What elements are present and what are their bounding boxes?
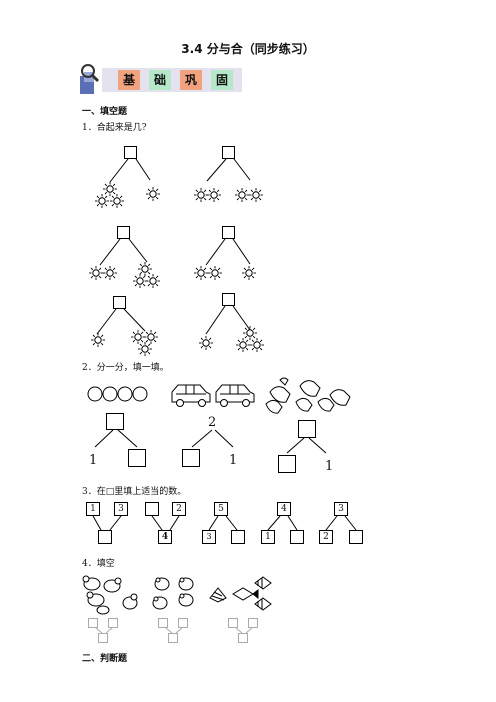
given-box: 3 bbox=[114, 502, 128, 516]
given-box: 1 bbox=[261, 530, 275, 544]
magnifier-icon bbox=[76, 62, 106, 96]
answer-box[interactable] bbox=[231, 530, 245, 544]
answer-box[interactable] bbox=[238, 633, 248, 643]
answer-box[interactable] bbox=[158, 618, 168, 628]
banner-tile: 基 bbox=[118, 70, 140, 90]
mouse-icon bbox=[82, 575, 138, 615]
answer-box[interactable] bbox=[290, 530, 304, 544]
bird-icon bbox=[265, 377, 351, 414]
given-box: 2 bbox=[172, 502, 186, 516]
answer-box[interactable] bbox=[298, 420, 316, 438]
answer-box[interactable] bbox=[278, 455, 296, 473]
answer-box[interactable] bbox=[88, 618, 98, 628]
banner-tile: 础 bbox=[149, 70, 171, 90]
answer-box[interactable] bbox=[124, 146, 137, 159]
answer-box[interactable] bbox=[117, 226, 130, 239]
given-box: 4 bbox=[158, 530, 172, 544]
given-number: 1 bbox=[89, 453, 98, 468]
fish-icon bbox=[209, 576, 272, 611]
section-heading: 一、填空题 bbox=[82, 107, 128, 117]
car-icon bbox=[171, 384, 255, 407]
given-box: 5 bbox=[214, 502, 228, 516]
answer-box[interactable] bbox=[178, 618, 188, 628]
given-box: 3 bbox=[202, 530, 216, 544]
answer-box[interactable] bbox=[145, 502, 159, 516]
given-box: 1 bbox=[86, 502, 100, 516]
given-box: 2 bbox=[319, 530, 333, 544]
circle-icon bbox=[87, 386, 148, 402]
page-title: 3.4 分与合（同步练习） bbox=[181, 42, 315, 56]
chick-icon bbox=[152, 577, 194, 610]
answer-box[interactable] bbox=[106, 413, 124, 430]
question-4: 4．填空 bbox=[82, 559, 115, 569]
given-box: 3 bbox=[334, 502, 348, 516]
answer-box[interactable] bbox=[98, 633, 108, 643]
given-number: 1 bbox=[325, 459, 334, 474]
answer-box[interactable] bbox=[349, 530, 363, 544]
given-number: 2 bbox=[208, 415, 217, 430]
answer-box[interactable] bbox=[248, 618, 258, 628]
answer-box[interactable] bbox=[222, 146, 235, 159]
answer-box[interactable] bbox=[222, 226, 235, 239]
given-box: 4 bbox=[277, 502, 291, 516]
answer-box[interactable] bbox=[228, 618, 238, 628]
question-2: 2．分一分，填一填。 bbox=[82, 363, 169, 373]
banner: 基 础 巩 固 bbox=[80, 64, 242, 94]
answer-box[interactable] bbox=[222, 293, 235, 306]
given-number: 1 bbox=[229, 453, 238, 468]
answer-box[interactable] bbox=[182, 449, 200, 467]
answer-box[interactable] bbox=[168, 633, 178, 643]
section-heading: 二、判断题 bbox=[82, 654, 128, 664]
answer-box[interactable] bbox=[98, 530, 112, 544]
question-3: 3．在□里填上适当的数。 bbox=[82, 487, 187, 497]
question-1: 1．合起来是几? bbox=[82, 123, 147, 133]
answer-box[interactable] bbox=[108, 618, 118, 628]
banner-tile: 固 bbox=[211, 70, 233, 90]
answer-box[interactable] bbox=[113, 296, 126, 309]
banner-tile: 巩 bbox=[180, 70, 202, 90]
answer-box[interactable] bbox=[128, 449, 146, 467]
